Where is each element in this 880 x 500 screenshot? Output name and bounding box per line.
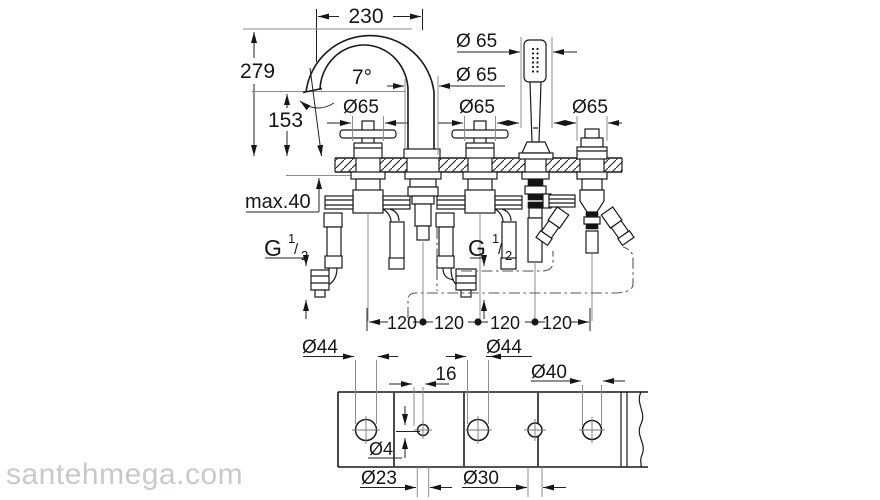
- dim-handshower-head-label: Ø 65: [456, 31, 497, 52]
- dim-pin-offset-label: 16: [435, 364, 456, 385]
- spout-shank: [404, 171, 442, 321]
- dim-hole3: Ø44: [446, 337, 532, 360]
- hand-shower-head: [523, 39, 547, 83]
- dim-hole1: Ø44: [302, 337, 398, 360]
- cross-handle-1: [339, 120, 397, 159]
- dim-thread-left: G 1 / 2: [264, 231, 309, 319]
- pitch-label-2: 120: [490, 313, 520, 333]
- break-line: [638, 391, 644, 468]
- pitch-label-3: 120: [542, 313, 572, 333]
- dim-hole5: Ø40: [531, 362, 625, 384]
- thread-slash-2: /: [498, 241, 503, 258]
- dim-handle2-dia-label: Ø65: [459, 97, 495, 118]
- spout-outline: [302, 34, 441, 159]
- dim-outlet-height: 153: [252, 91, 406, 156]
- dim-pin-hole: Ø4: [368, 406, 420, 459]
- deck-hole-spout: [406, 155, 440, 175]
- handshower-shank: [521, 171, 550, 321]
- dim-max-deck-thickness: max.40: [245, 175, 352, 213]
- dim-escutcheons: Ø65 Ø65 Ø65: [327, 97, 622, 141]
- dim-spout-height-label: 279: [240, 60, 275, 83]
- hand-shower-handle: [529, 81, 542, 143]
- dim-spout-angle-label: 7°: [352, 66, 372, 89]
- dim-spout-escutcheon: Ø 65: [387, 65, 505, 155]
- diverter-knob: [576, 128, 608, 160]
- dim-handshower-head: Ø 65: [456, 31, 577, 128]
- watermark-text: santehmega.com: [6, 458, 243, 491]
- deck-holes: [352, 416, 605, 444]
- thread-denominator-2: 2: [505, 248, 512, 263]
- dim-spout-height: 279: [240, 28, 412, 156]
- dim-hole1-label: Ø44: [302, 337, 338, 358]
- thread-numerator: 1: [288, 231, 295, 246]
- dim-handle1-dia-label: Ø65: [343, 97, 379, 118]
- dim-hole4-label: Ø30: [463, 468, 499, 489]
- diverter-body: [535, 171, 635, 321]
- dim-hole2-label: Ø23: [361, 468, 397, 489]
- plan-view: Ø44 16 Ø44 Ø40 Ø4: [302, 337, 648, 497]
- dim-hole4: Ø30: [462, 468, 566, 491]
- dim-spout-angle: 7°: [299, 66, 372, 157]
- dim-thread-right: G 1 / 2: [468, 231, 512, 319]
- pitch-label-0: 120: [387, 313, 417, 333]
- deck-hole-handle1: [355, 155, 381, 175]
- spray-face-dots: [531, 47, 539, 73]
- hand-shower-holder: [521, 141, 551, 154]
- diverter-hose-left: [535, 206, 570, 247]
- spout-base-flange: [403, 148, 441, 159]
- valve-body-left: [310, 171, 411, 321]
- thread-denominator: 2: [301, 248, 308, 263]
- hole-centerlines: [352, 416, 605, 444]
- dim-hole2: Ø23: [360, 468, 452, 491]
- dim-spout-escutcheon-label: Ø 65: [456, 65, 497, 86]
- front-view: 230 279 153 7°: [240, 5, 635, 333]
- thread-letter-2: G: [468, 235, 486, 261]
- hose-routing-lines: [407, 228, 634, 318]
- dim-spout-reach: 230: [316, 5, 423, 62]
- deck-hole-handle2: [467, 155, 493, 175]
- dim-spout-reach-label: 230: [348, 5, 383, 28]
- valve-body-right: [435, 171, 523, 321]
- dim-pin-offset: 16: [389, 364, 457, 387]
- dim-outlet-height-label: 153: [268, 109, 303, 132]
- dim-hole5-label: Ø40: [531, 362, 567, 383]
- dim-hole3-label: Ø44: [486, 337, 522, 358]
- dim-hole-pitch: 120 120 120 120: [366, 308, 591, 333]
- dim-pin-hole-label: Ø4: [369, 439, 393, 459]
- diverter-hose-right: [600, 206, 635, 247]
- thread-numerator-2: 1: [492, 231, 499, 246]
- dim-diverter-dia-label: Ø65: [572, 97, 608, 118]
- thread-letter: G: [264, 235, 282, 261]
- plan-extension-lines: [355, 360, 602, 497]
- deck-strip: [337, 391, 648, 468]
- cross-handle-2: [451, 120, 509, 159]
- pitch-label-1: 120: [434, 313, 464, 333]
- thread-slash: /: [294, 241, 299, 258]
- dim-max-deck-thickness-label: max.40: [245, 191, 311, 213]
- hand-shower: [518, 39, 554, 160]
